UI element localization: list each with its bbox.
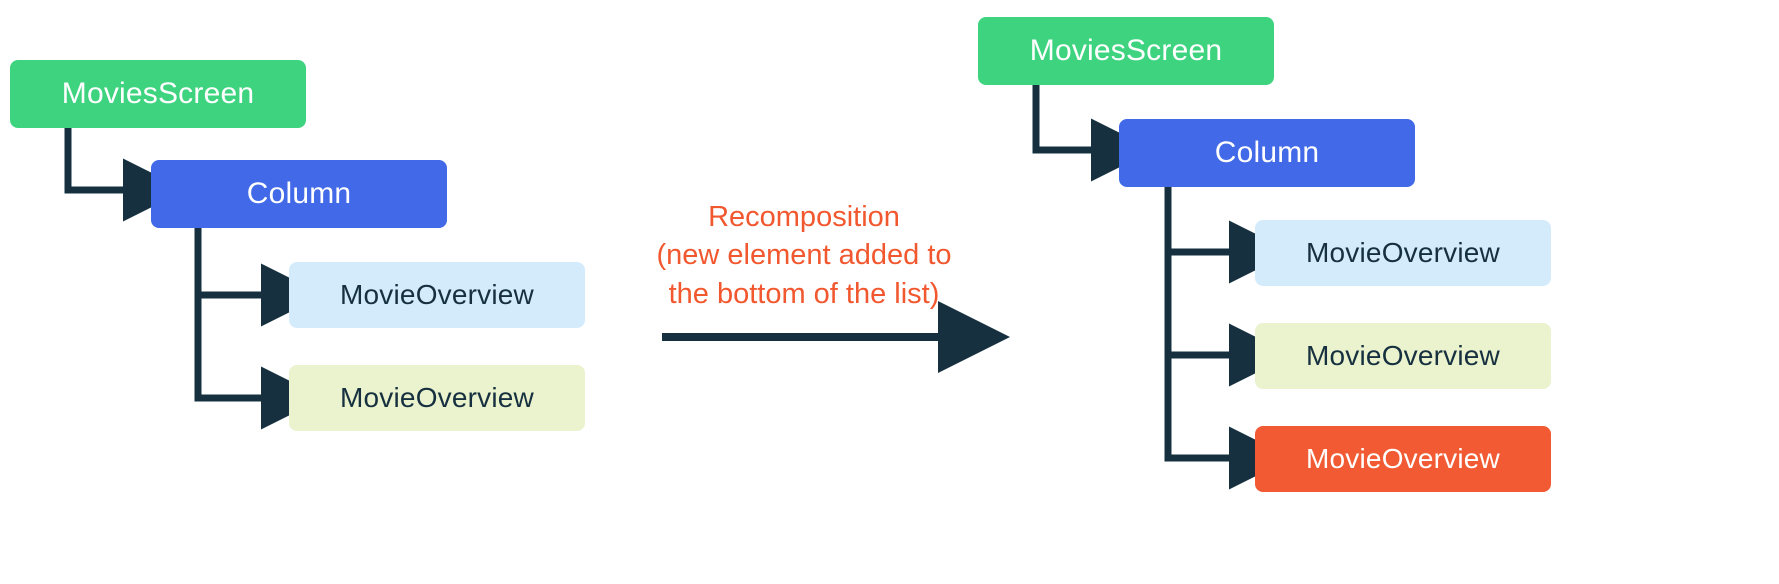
transition-caption-line-3: the bottom of the list): [668, 277, 940, 310]
transition-caption-line-2: (new element added to: [656, 239, 952, 272]
left-node-movie-overview-2[interactable]: MovieOverview: [289, 365, 585, 431]
transition-caption: Recomposition (new element added to the …: [604, 198, 1004, 313]
right-edge-root-to-column: [1032, 81, 1154, 182]
right-node-movies-screen[interactable]: MoviesScreen: [978, 17, 1274, 85]
right-node-movie-overview-3-new[interactable]: MovieOverview: [1255, 426, 1551, 492]
right-node-column[interactable]: Column: [1119, 119, 1415, 187]
transition-caption-line-1: Recomposition: [708, 201, 900, 233]
right-node-movie-overview-2[interactable]: MovieOverview: [1255, 323, 1551, 389]
left-node-movies-screen[interactable]: MoviesScreen: [10, 60, 306, 128]
left-node-movie-overview-1[interactable]: MovieOverview: [289, 262, 585, 328]
right-node-movie-overview-1[interactable]: MovieOverview: [1255, 220, 1551, 286]
left-edge-root-to-column: [64, 124, 186, 222]
left-node-column[interactable]: Column: [151, 160, 447, 228]
